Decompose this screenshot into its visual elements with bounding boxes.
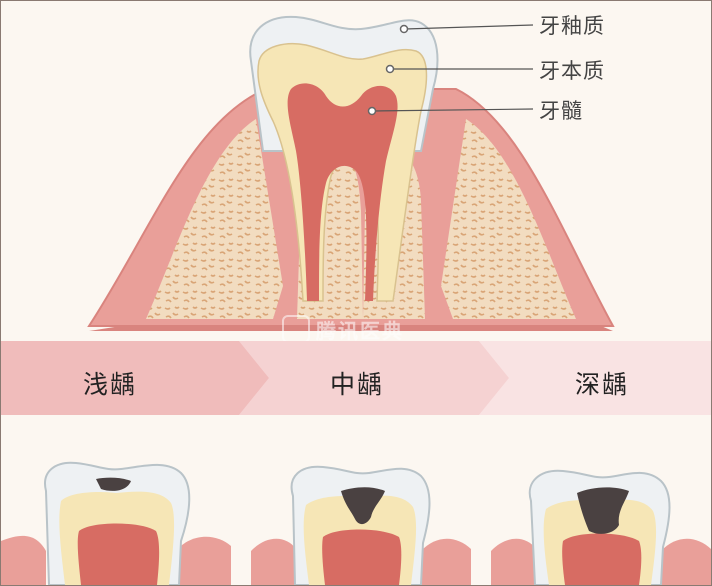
watermark-text: 腾讯医典 [316,318,404,343]
bone-left [146,119,283,319]
tooth-deep [491,469,711,585]
band-arrow-3 [479,341,711,415]
band-arrow-1 [1,341,269,415]
stage-label-medium: 中龋 [330,370,385,399]
stage-band [1,341,711,415]
stage-label-shallow: 浅龋 [83,370,138,399]
tooth-anatomy-diagram [87,15,615,331]
caries-stage-teeth [1,461,711,585]
leader-dots [367,24,409,116]
leader-lines [372,24,534,112]
tooth-shallow [1,461,231,585]
stage-label-deep: 深龋 [575,370,630,399]
bone-right [441,119,576,319]
watermark-logo-icon [282,315,310,343]
label-enamel: 牙釉质 [539,14,605,38]
caries-shallow [96,477,131,491]
pulp-chamber [287,83,398,302]
label-pulp: 牙髓 [539,99,583,123]
band-arrow-2 [239,341,509,415]
tooth-medium [251,465,471,585]
label-dentin: 牙本质 [539,59,605,83]
caries-medium [341,487,385,525]
caries-deep [577,487,629,534]
